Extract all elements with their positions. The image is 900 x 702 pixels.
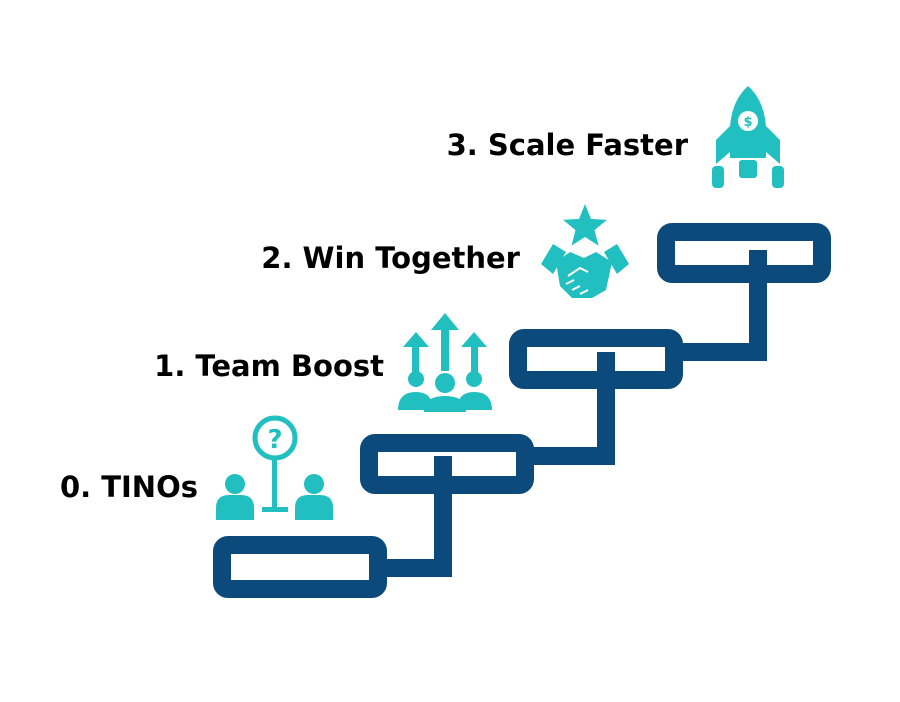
stair-connector-1 bbox=[380, 456, 452, 577]
step-label-win-together: 2. Win Together bbox=[261, 241, 520, 275]
stair-connector-3 bbox=[676, 250, 767, 361]
svg-text:?: ? bbox=[267, 425, 282, 455]
svg-text:$: $ bbox=[743, 115, 752, 130]
handshake-star-icon bbox=[541, 204, 629, 298]
step-label-scale-faster: 3. Scale Faster bbox=[446, 128, 688, 162]
stair-step-0 bbox=[213, 536, 387, 598]
step-label-tinos: 0. TINOs bbox=[59, 470, 198, 504]
question-people-icon: ? bbox=[216, 415, 333, 520]
team-growth-icon bbox=[398, 313, 492, 412]
step-label-team-boost: 1. Team Boost bbox=[154, 349, 384, 383]
rocket-dollar-icon: $ bbox=[712, 86, 784, 188]
stair-step-2 bbox=[509, 329, 683, 389]
staircase bbox=[213, 223, 831, 598]
stair-connector-2 bbox=[525, 352, 615, 465]
stair-step-1 bbox=[360, 434, 534, 494]
stair-step-3 bbox=[657, 223, 831, 283]
